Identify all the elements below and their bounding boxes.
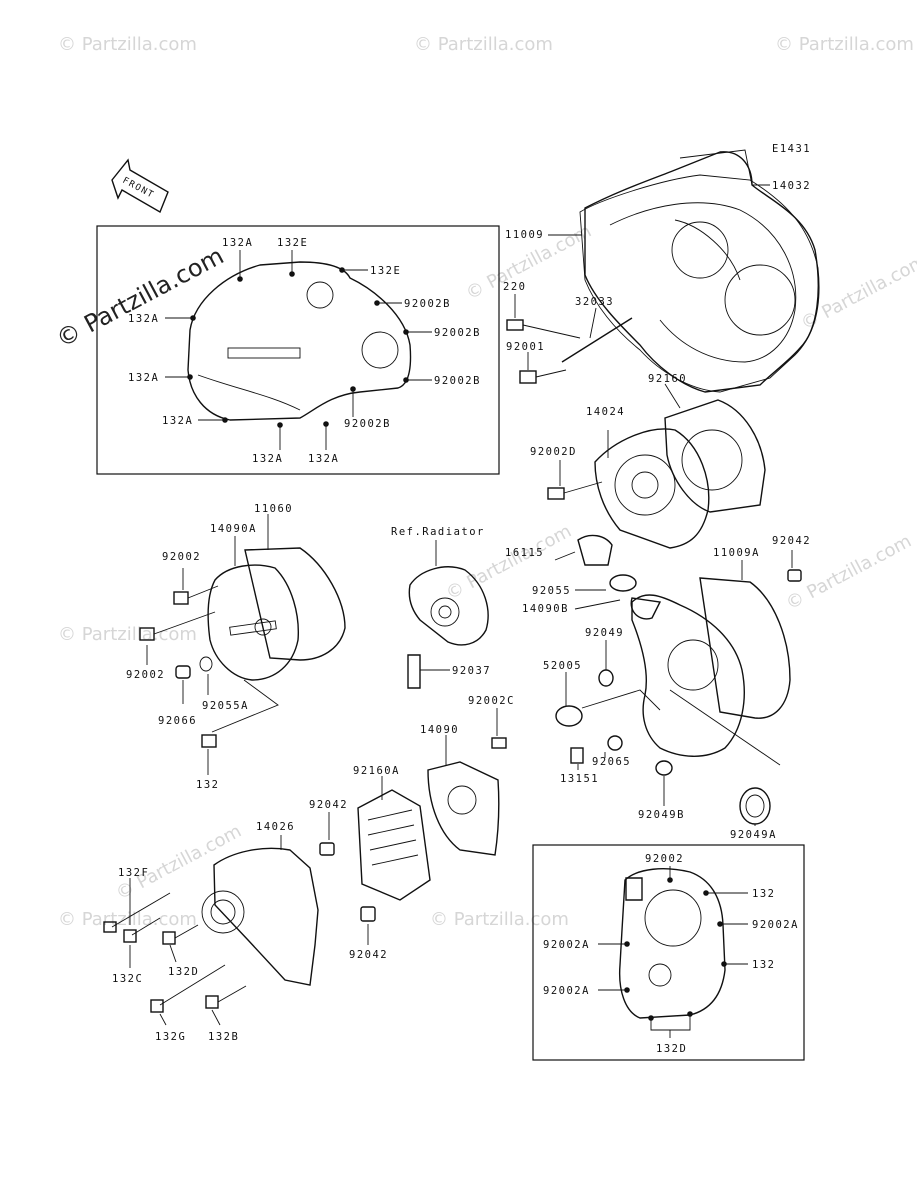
label-92042: 92042 [309,799,348,811]
label-132: 132 [752,959,775,971]
clutch-cover [187,261,412,421]
leader-lines [165,250,432,450]
cover-14090A [139,514,346,775]
label-92065: 92065 [592,756,631,768]
cover-14026 [103,812,376,1026]
label-14024: 14024 [586,406,625,418]
label-92002B: 92002B [434,327,481,339]
water-pump-housing [407,540,489,689]
label-92055A: 92055A [202,700,249,712]
watermarks: © Partzilla.com © Partzilla.com © Partzi… [52,34,917,930]
watermark: © Partzilla.com [58,909,197,930]
label-92049: 92049 [585,627,624,639]
label-132: 132 [196,779,219,791]
label-132: 132 [752,888,775,900]
label-132G: 132G [155,1031,186,1043]
label-220: 220 [503,281,526,293]
label-92160A: 92160A [353,765,400,777]
label-92002: 92002 [126,669,165,681]
label-92066: 92066 [158,715,197,727]
ref-radiator-label: Ref.Radiator [391,526,485,538]
watermark: © Partzilla.com [112,821,245,905]
label-132A: 132A [222,237,253,249]
label-52005: 52005 [543,660,582,672]
label-11060: 11060 [254,503,293,515]
front-arrow-label: FRONT [121,176,156,201]
label-92042: 92042 [772,535,811,547]
front-arrow-icon: FRONT [111,158,169,214]
label-132A: 132A [252,453,283,465]
generator-cover [579,149,820,393]
small-bolts-top [506,294,633,384]
label-92002B: 92002B [434,375,481,387]
label-92049B: 92049B [638,809,685,821]
watermark-large: © Partzilla.com [52,242,229,354]
label-92002C: 92002C [468,695,515,707]
label-32033: 32033 [575,296,614,308]
label-132A: 132A [128,372,159,384]
label-92002A: 92002A [543,939,590,951]
label-92002D: 92002D [530,446,577,458]
label-92055: 92055 [532,585,571,597]
label-132D: 132D [168,966,199,978]
label-16115: 16115 [505,547,544,559]
label-92049A: 92049A [730,829,777,841]
reference-code: E1431 [772,143,811,155]
watermark: © Partzilla.com [414,34,553,55]
label-11009: 11009 [505,229,544,241]
label-14090: 14090 [420,724,459,736]
watermark: © Partzilla.com [775,34,914,55]
cover-14090 [357,708,507,901]
label-14090B: 14090B [522,603,569,615]
label-14032: 14032 [772,180,811,192]
label-132A: 132A [128,313,159,325]
label-92002: 92002 [645,853,684,865]
label-132A: 132A [308,453,339,465]
water-pump-cover-box [532,844,805,1061]
cover-14024 [547,383,766,549]
label-14090A: 14090A [210,523,257,535]
cover-14090B [554,534,802,826]
bolt-markers [187,267,409,428]
watermark: © Partzilla.com [430,909,569,930]
label-132A: 132A [162,415,193,427]
watermark: © Partzilla.com [58,624,197,645]
label-132E: 132E [370,265,401,277]
watermark: © Partzilla.com [797,251,917,335]
label-92002B: 92002B [404,298,451,310]
label-92042: 92042 [349,949,388,961]
water-pump-cover [598,866,748,1038]
label-132C: 132C [112,973,143,985]
label-92002A: 92002A [543,985,590,997]
label-92002B: 92002B [344,418,391,430]
label-132B: 132B [208,1031,239,1043]
label-14026: 14026 [256,821,295,833]
label-13151: 13151 [560,773,599,785]
label-92001: 92001 [506,341,545,353]
label-92160: 92160 [648,373,687,385]
label-92002A: 92002A [752,919,799,931]
watermark: © Partzilla.com [58,34,197,55]
label-132E: 132E [277,237,308,249]
clutch-cover-box [96,225,500,475]
label-92037: 92037 [452,665,491,677]
label-11009A: 11009A [713,547,760,559]
label-132D: 132D [656,1043,687,1055]
label-92002: 92002 [162,551,201,563]
label-132F: 132F [118,867,149,879]
